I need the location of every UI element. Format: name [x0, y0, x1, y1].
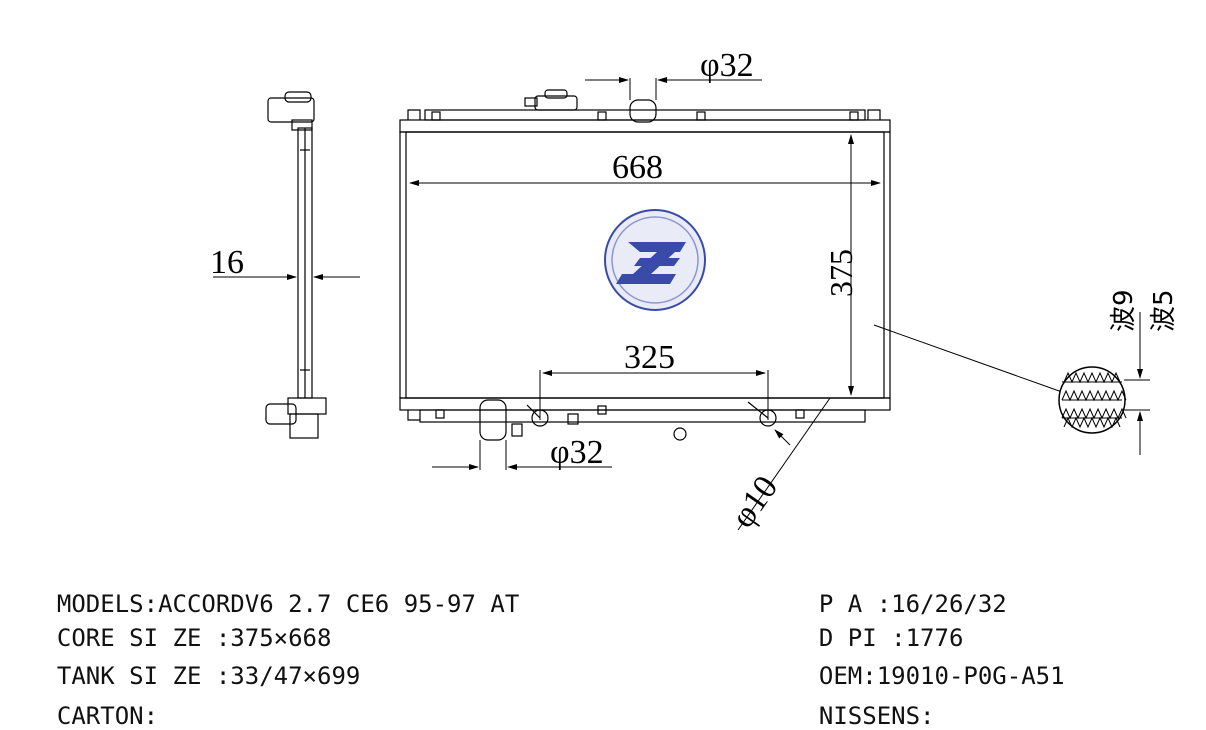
- spec-oem: OEM:19010-P0G-A51: [790, 634, 1065, 690]
- radiator-drawing: 16: [210, 47, 1179, 535]
- spec-tank-size: TANK SI ZE :33/47×699: [28, 634, 360, 690]
- inlet-diameter-dimension: [585, 77, 762, 100]
- fin-detail: [1058, 366, 1127, 434]
- outlet-diameter-dimension: [432, 440, 612, 470]
- oil-cooler-label: φ10: [724, 469, 785, 534]
- spec-value: 33/47×699: [230, 662, 361, 690]
- spec-models: MODELS:ACCORDV6 2.7 CE6 95-97 AT: [28, 562, 519, 618]
- width-label: 668: [612, 149, 663, 186]
- brand-logo: [604, 209, 706, 311]
- fin-pitch-dimension: [1124, 312, 1150, 455]
- spec-value: 375×668: [230, 624, 332, 652]
- outlet-diameter-label: φ32: [550, 434, 604, 471]
- spec-core-size: CORE SI ZE :375×668: [28, 596, 332, 652]
- height-label: 375: [823, 249, 859, 297]
- spec-label: P A :: [818, 590, 892, 618]
- spec-value: ACCORDV6 2.7 CE6 95-97 AT: [158, 590, 520, 618]
- pipe-spacing-label: 325: [624, 339, 675, 376]
- spec-carton: CARTON:: [28, 674, 158, 730]
- pipe-spacing-dimension: [539, 370, 769, 420]
- spec-nissens: NISSENS:: [790, 674, 935, 730]
- spec-label: CARTON:: [56, 702, 159, 730]
- wave-b-label: 波5: [1149, 289, 1179, 332]
- inlet-diameter-label: φ32: [700, 47, 754, 84]
- oil-cooler-dimension: [737, 397, 831, 531]
- spec-label: MODELS:: [56, 590, 159, 618]
- spec-value: 1776: [905, 624, 964, 652]
- spec-pa: P A :16/26/32: [790, 562, 1007, 618]
- fin-detail-leader: [873, 324, 1063, 393]
- thickness-label: 16: [210, 244, 244, 281]
- spec-label: CORE SI ZE :: [56, 624, 231, 652]
- spec-label: D PI :: [818, 624, 906, 652]
- spec-label: NISSENS:: [818, 702, 935, 730]
- wave-a-label: 波9: [1109, 289, 1139, 332]
- spec-value: 16/26/32: [891, 590, 1007, 618]
- side-view: [265, 91, 327, 439]
- spec-dpi: D PI :1776: [790, 596, 964, 652]
- spec-label: TANK SI ZE :: [56, 662, 231, 690]
- radiator-front-view: [399, 89, 891, 441]
- spec-value: 19010-P0G-A51: [876, 662, 1065, 690]
- spec-label: OEM:: [818, 662, 877, 690]
